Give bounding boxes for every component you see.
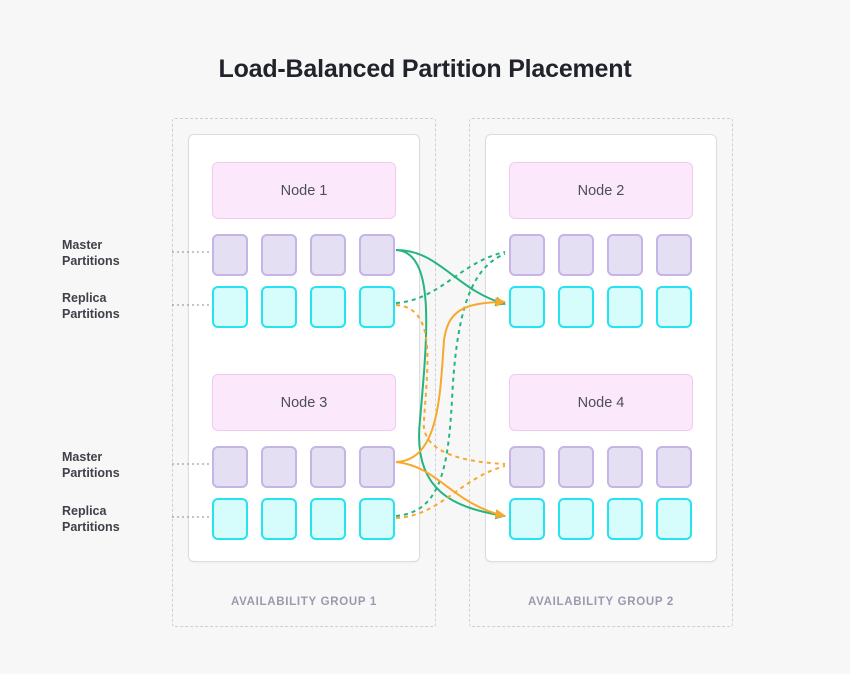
legend-replica-bottom-line2: Partitions bbox=[62, 520, 120, 534]
node-4-master-partition-3[interactable] bbox=[607, 446, 643, 488]
node-2-master-partition-3[interactable] bbox=[607, 234, 643, 276]
node-3-replica-partition-1[interactable] bbox=[212, 498, 248, 540]
node-1-replica-partition-1[interactable] bbox=[212, 286, 248, 328]
availability-group-1-label: AVAILABILITY GROUP 1 bbox=[230, 596, 378, 608]
node-3-replica-partition-2[interactable] bbox=[261, 498, 297, 540]
legend-replica-partitions-top: Replica Partitions bbox=[62, 290, 172, 322]
node-1-master-partition-4[interactable] bbox=[359, 234, 395, 276]
node-2-box[interactable]: Node 2 bbox=[509, 162, 693, 219]
node-4-box[interactable]: Node 4 bbox=[509, 374, 693, 431]
node-4-master-partition-4[interactable] bbox=[656, 446, 692, 488]
availability-group-2-label: AVAILABILITY GROUP 2 bbox=[527, 596, 675, 608]
legend-master-top-line2: Partitions bbox=[62, 254, 120, 268]
node-1-master-partition-1[interactable] bbox=[212, 234, 248, 276]
node-2-master-partition-4[interactable] bbox=[656, 234, 692, 276]
node-1-replica-partition-2[interactable] bbox=[261, 286, 297, 328]
node-3-label: Node 3 bbox=[280, 394, 328, 411]
node-3-replica-partition-3[interactable] bbox=[310, 498, 346, 540]
node-2-replica-partition-4[interactable] bbox=[656, 286, 692, 328]
legend-replica-top-line1: Replica bbox=[62, 291, 107, 305]
node-2-replica-partition-1[interactable] bbox=[509, 286, 545, 328]
node-4-replica-partition-1[interactable] bbox=[509, 498, 545, 540]
node-2-master-partition-2[interactable] bbox=[558, 234, 594, 276]
node-4-master-partition-1[interactable] bbox=[509, 446, 545, 488]
node-3-replica-partition-4[interactable] bbox=[359, 498, 395, 540]
node-1-replica-partition-4[interactable] bbox=[359, 286, 395, 328]
node-2-master-partition-1[interactable] bbox=[509, 234, 545, 276]
legend-replica-bottom-line1: Replica bbox=[62, 504, 107, 518]
legend-master-partitions-bottom: Master Partitions bbox=[62, 449, 172, 481]
node-3-box[interactable]: Node 3 bbox=[212, 374, 396, 431]
legend-replica-partitions-bottom: Replica Partitions bbox=[62, 503, 172, 535]
page-title: Load-Balanced Partition Placement bbox=[218, 55, 632, 83]
node-3-master-partition-1[interactable] bbox=[212, 446, 248, 488]
node-4-master-partition-2[interactable] bbox=[558, 446, 594, 488]
legend-replica-top-line2: Partitions bbox=[62, 307, 120, 321]
node-1-master-partition-3[interactable] bbox=[310, 234, 346, 276]
node-1-box[interactable]: Node 1 bbox=[212, 162, 396, 219]
node-4-replica-partition-3[interactable] bbox=[607, 498, 643, 540]
node-3-master-partition-4[interactable] bbox=[359, 446, 395, 488]
node-2-replica-partition-2[interactable] bbox=[558, 286, 594, 328]
node-2-replica-partition-3[interactable] bbox=[607, 286, 643, 328]
node-2-label: Node 2 bbox=[577, 182, 625, 199]
legend-master-bottom-line2: Partitions bbox=[62, 466, 120, 480]
node-1-master-partition-2[interactable] bbox=[261, 234, 297, 276]
legend-master-top-line1: Master bbox=[62, 238, 103, 252]
node-3-master-partition-3[interactable] bbox=[310, 446, 346, 488]
node-1-replica-partition-3[interactable] bbox=[310, 286, 346, 328]
node-4-label: Node 4 bbox=[577, 394, 625, 411]
legend-master-partitions-top: Master Partitions bbox=[62, 237, 172, 269]
node-4-replica-partition-2[interactable] bbox=[558, 498, 594, 540]
legend-master-bottom-line1: Master bbox=[62, 450, 103, 464]
node-3-master-partition-2[interactable] bbox=[261, 446, 297, 488]
node-4-replica-partition-4[interactable] bbox=[656, 498, 692, 540]
node-1-label: Node 1 bbox=[280, 182, 328, 199]
